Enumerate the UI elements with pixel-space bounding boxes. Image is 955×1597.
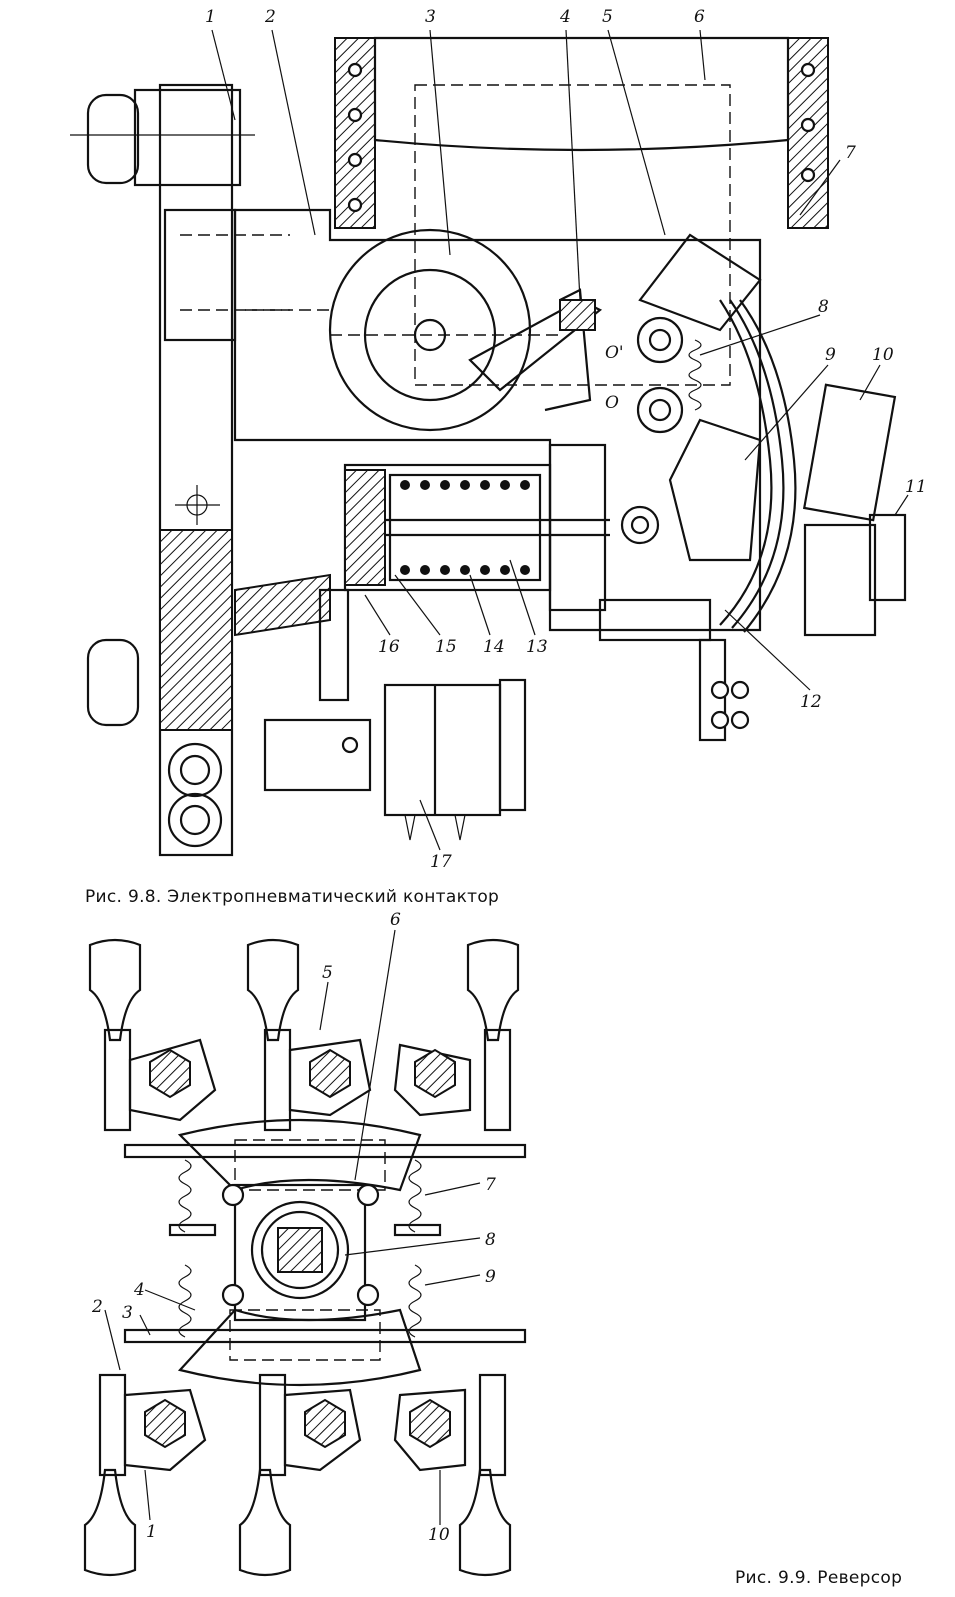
reverser-drawing bbox=[83, 938, 527, 1577]
bottom-contacts bbox=[98, 1373, 507, 1477]
reverser-label-2: 2 bbox=[91, 1297, 103, 1317]
label-16: 16 bbox=[378, 637, 400, 657]
label-14: 14 bbox=[483, 637, 505, 657]
reverser-label-4: 4 bbox=[133, 1280, 145, 1300]
top-contacts bbox=[103, 1028, 512, 1132]
label-8: 8 bbox=[818, 297, 829, 317]
point-label-o-prime: O' bbox=[605, 343, 624, 363]
reverser-leaders bbox=[104, 929, 481, 1525]
reverser-label-3: 3 bbox=[122, 1303, 133, 1323]
label-2: 2 bbox=[264, 7, 276, 27]
cylinder-spring bbox=[400, 480, 530, 575]
reverser-label-7: 7 bbox=[485, 1175, 496, 1195]
label-5: 5 bbox=[602, 7, 613, 27]
contactor-labels: 1 2 3 4 5 6 7 8 9 10 11 12 13 14 15 16 1… bbox=[205, 7, 927, 872]
figure-caption-reverser: Рис. 9.9. Реверсор bbox=[735, 1568, 903, 1588]
reverser-label-8: 8 bbox=[485, 1230, 496, 1250]
point-label-o: O bbox=[605, 393, 619, 413]
figure-caption-contactor: Рис. 9.8. Электропневматический контакто… bbox=[85, 887, 500, 907]
reverser-labels: 1 2 3 4 5 6 7 8 9 10 bbox=[91, 910, 496, 1545]
contactor-leaders bbox=[211, 29, 909, 851]
label-11: 11 bbox=[905, 477, 927, 497]
label-4: 4 bbox=[559, 7, 571, 27]
label-7: 7 bbox=[845, 143, 856, 163]
reverser-label-1: 1 bbox=[146, 1522, 157, 1542]
reverser-label-10: 10 bbox=[428, 1525, 450, 1545]
label-1: 1 bbox=[205, 7, 216, 27]
label-6: 6 bbox=[694, 7, 705, 27]
reverser-label-6: 6 bbox=[390, 910, 401, 930]
label-9: 9 bbox=[825, 345, 836, 365]
label-12: 12 bbox=[800, 692, 822, 712]
reverser-label-5: 5 bbox=[322, 963, 333, 983]
label-10: 10 bbox=[872, 345, 894, 365]
label-17: 17 bbox=[430, 852, 452, 872]
label-13: 13 bbox=[526, 637, 548, 657]
label-15: 15 bbox=[435, 637, 457, 657]
reverser-label-9: 9 bbox=[485, 1267, 496, 1287]
label-3: 3 bbox=[425, 7, 436, 27]
contactor-drawing bbox=[70, 36, 907, 857]
